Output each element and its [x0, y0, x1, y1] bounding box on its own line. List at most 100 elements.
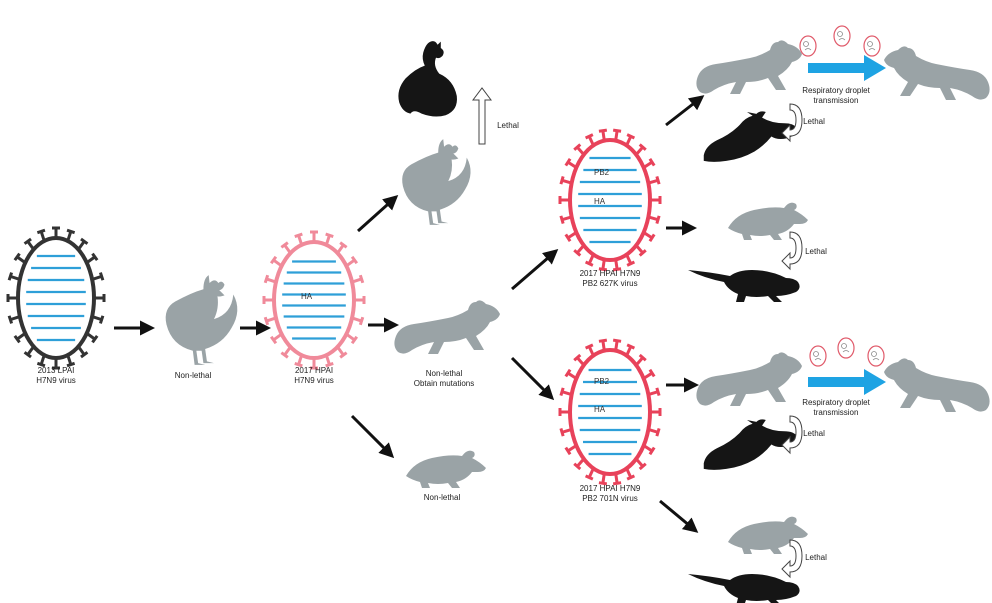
droplet-icon	[837, 337, 855, 359]
lethal-arrow-mouse	[781, 231, 803, 271]
virus-spike-head	[564, 157, 572, 167]
virus-spike-head	[294, 362, 303, 368]
ferret-icon	[696, 352, 802, 406]
virus-spike-head	[7, 315, 14, 324]
virus-spike-head	[350, 255, 359, 265]
mouse-icon	[366, 450, 486, 488]
virus-spike-head	[263, 274, 270, 284]
ferret-icon	[394, 300, 500, 354]
arrow-ferret-to-627k	[511, 249, 559, 291]
virus-spike-head	[339, 351, 348, 359]
virus-spike-head	[648, 157, 656, 167]
virus-spike-head	[294, 232, 303, 238]
v627k-caption-line1: 2017 HPAI H7N9	[580, 269, 641, 278]
virus-spike-head	[584, 474, 594, 481]
virus-spike-head	[339, 241, 348, 249]
virus-spike-head	[80, 237, 89, 245]
dead-chicken-icon	[398, 41, 457, 117]
ferret-lethal-label: Lethal	[803, 429, 825, 438]
droplet-icon	[809, 345, 827, 367]
v701n-pb2-label: PB2	[594, 377, 610, 386]
chicken-icon	[165, 275, 238, 365]
virus-spike-head	[584, 133, 594, 140]
droplet-icon	[867, 345, 885, 367]
arrow-hpai-to-mouse	[350, 414, 395, 459]
virus-spike-head	[66, 228, 76, 235]
arrow-627k-to-ferret	[665, 95, 705, 127]
virus-spike-head	[573, 143, 582, 151]
mouse-lethal-label: Lethal	[805, 553, 827, 562]
mouse-icon	[688, 516, 808, 554]
arrow-701n-to-mouse	[659, 499, 699, 533]
virus-spike-head	[358, 316, 365, 326]
transmission-label-line1: Respiratory droplet	[802, 86, 870, 95]
virus-spike-head	[66, 361, 76, 368]
virus-spike-head	[269, 255, 278, 265]
virus-spike-head	[564, 446, 572, 456]
mouse-non-lethal-label: Non-lethal	[424, 493, 461, 502]
virus-spike-head	[648, 233, 656, 243]
virus-spike-head	[573, 353, 582, 362]
v701n-ha-label: HA	[594, 405, 606, 414]
virus-spike-head	[584, 260, 594, 267]
virus-spike-head	[626, 260, 636, 267]
virus-spike-head	[23, 351, 32, 359]
virus-2017-hpai	[262, 230, 366, 370]
virus-spike-head	[280, 351, 289, 359]
virus-spike-head	[655, 215, 661, 224]
virus-spike-head	[325, 232, 334, 238]
lpai-caption-line1: 2013 LPAI	[38, 366, 75, 375]
hpai-ha-label: HA	[301, 292, 313, 301]
droplet-icon	[799, 35, 817, 57]
virus-spike-head	[598, 128, 608, 133]
ferret-lethal-label: Lethal	[803, 117, 825, 126]
v701n-caption-line2: PB2 701N virus	[582, 494, 638, 503]
virus-spike-head	[91, 335, 99, 344]
v627k-pb2-label: PB2	[594, 168, 610, 177]
virus-spike-head	[263, 316, 270, 326]
lethal-arrow-ferret	[781, 415, 803, 455]
virus-spike-head	[350, 335, 359, 345]
virus-2017-hpai-pb2-701n	[558, 338, 662, 486]
virus-spike-head	[612, 267, 622, 272]
transmission-label-line1: Respiratory droplet	[802, 398, 870, 407]
virus-spike-head	[564, 368, 572, 378]
lpai-caption-line2: H7N9 virus	[36, 376, 76, 385]
virus-spike-head	[36, 228, 46, 235]
virus-spike-head	[655, 428, 661, 437]
virus-spike-head	[325, 362, 334, 368]
transmission-arrow	[808, 55, 886, 81]
virus-spike-head	[638, 143, 647, 151]
virus-spike-head	[638, 249, 647, 257]
lethal-arrow-ferret	[781, 103, 803, 143]
virus-spike-head	[80, 351, 89, 359]
droplet-icon	[863, 35, 881, 57]
virus-spike-head	[559, 428, 565, 437]
lethal-arrow-chicken	[472, 87, 492, 145]
virus-2017-hpai-pb2-627k	[558, 128, 662, 272]
arrow-hpai-to-chicken	[356, 194, 399, 233]
virus-spike-head	[612, 128, 622, 133]
virus-spike-head	[13, 252, 21, 261]
virus-spike-head	[626, 343, 636, 350]
v701n-caption-line1: 2017 HPAI H7N9	[580, 484, 641, 493]
virus-spike-head	[559, 215, 565, 224]
virus-spike-head	[573, 249, 582, 257]
virus-2013-lpai	[6, 226, 106, 370]
virus-spike-head	[7, 272, 14, 281]
transmission-label-line2: transmission	[814, 408, 859, 417]
virus-spike-head	[584, 343, 594, 350]
virus-envelope	[568, 348, 652, 476]
virus-spike-head	[98, 315, 105, 324]
flow-arrows	[114, 95, 705, 533]
virus-spike-head	[280, 241, 289, 249]
transmission-arrow	[808, 369, 886, 395]
virus-spike-head	[648, 368, 656, 378]
virus-spike-head	[36, 361, 46, 368]
virus-spike-head	[612, 338, 622, 343]
v627k-caption-line2: PB2 627K virus	[582, 279, 637, 288]
virus-spike-head	[559, 176, 565, 185]
ferret-icon	[884, 46, 990, 100]
virus-spike-head	[564, 233, 572, 243]
